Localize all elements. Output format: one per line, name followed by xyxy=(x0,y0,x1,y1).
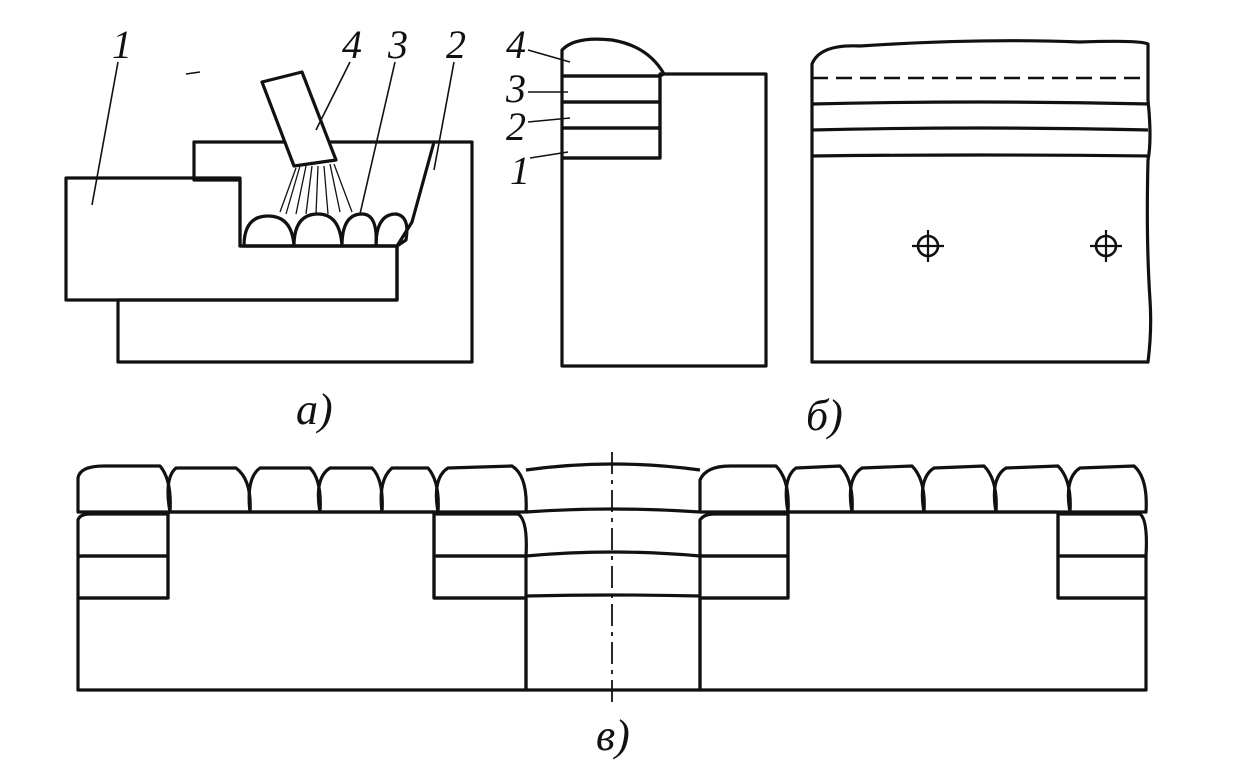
gap-line-top xyxy=(525,507,701,514)
leader-electrode-4 xyxy=(315,61,351,131)
caption-c: в) xyxy=(596,711,630,760)
figure-b-section: 4 3 2 1 xyxy=(505,22,768,368)
part-1-workpiece xyxy=(64,176,399,302)
part-2-base xyxy=(116,140,474,364)
layer-4 xyxy=(560,37,666,78)
left-recess-layers xyxy=(76,512,528,600)
layer-boundary-3 xyxy=(811,153,1149,158)
left-surface-beads xyxy=(76,464,528,514)
leader-layer-2 xyxy=(527,117,571,123)
layer-1 xyxy=(560,126,662,160)
leader-layer-4 xyxy=(527,49,571,63)
leader-part-2 xyxy=(433,61,455,171)
weld-beads-row xyxy=(242,212,409,248)
electrode-4 xyxy=(260,70,338,168)
figure-a: 1 4 3 2 а) xyxy=(64,22,474,434)
layer-2 xyxy=(560,100,662,130)
figure-b-side-view: б) xyxy=(806,39,1153,440)
label-layer-4: 4 xyxy=(506,22,526,67)
center-gap xyxy=(524,598,702,692)
side-view-outline xyxy=(810,39,1153,364)
label-layer-3: 3 xyxy=(505,66,526,111)
label-layer-2: 2 xyxy=(506,104,526,149)
base-right xyxy=(698,510,1148,692)
hole-marker-right xyxy=(1090,230,1122,262)
base-body xyxy=(560,72,768,368)
gap-line-surface xyxy=(525,462,701,472)
groove-wall xyxy=(395,141,436,300)
label-part-2: 2 xyxy=(446,22,466,67)
gap-line-low xyxy=(525,593,701,598)
label-electrode-4: 4 xyxy=(342,22,362,67)
layer-boundary-1 xyxy=(811,100,1149,106)
gap-line-mid xyxy=(525,550,701,558)
label-part-1: 1 xyxy=(112,22,132,67)
caption-b: б) xyxy=(806,391,843,440)
stray-mark xyxy=(185,71,201,75)
leader-layer-1 xyxy=(529,151,569,159)
label-layer-3: 3 xyxy=(387,22,408,67)
leader-part-1 xyxy=(91,61,119,206)
label-layer-1: 1 xyxy=(510,148,530,193)
arc-spray xyxy=(279,163,353,215)
layer-3 xyxy=(560,74,662,104)
layer-boundary-2 xyxy=(811,126,1149,132)
figure-c: в) xyxy=(76,452,1148,760)
leader-layer-3 xyxy=(359,61,396,215)
caption-a: а) xyxy=(296,385,333,434)
right-surface-beads xyxy=(698,464,1148,514)
hole-marker-left xyxy=(912,230,944,262)
right-recess-layers xyxy=(698,512,1148,600)
base-left xyxy=(76,510,528,692)
